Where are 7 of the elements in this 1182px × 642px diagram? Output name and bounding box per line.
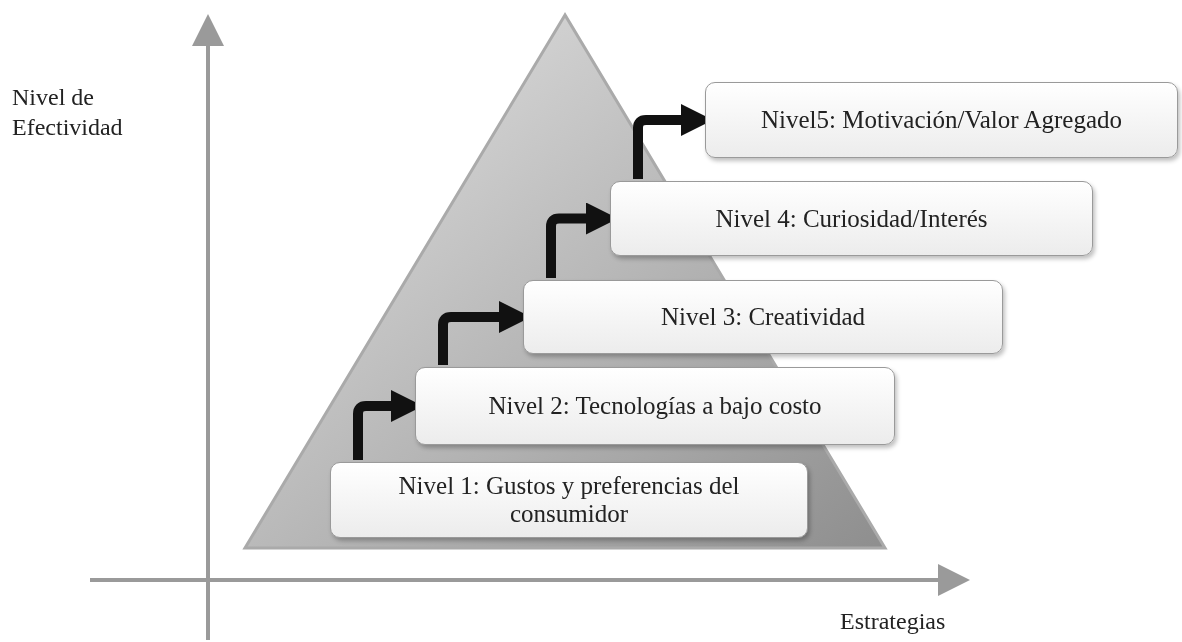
level-box: Nivel 3: Creatividad <box>523 280 1003 354</box>
x-axis-label: Estrategias <box>840 607 947 636</box>
y-axis-label: Nivel de Efectividad <box>12 83 124 142</box>
level-box: Nivel5: Motivación/Valor Agregado <box>705 82 1178 158</box>
level-box: Nivel 4: Curiosidad/Interés <box>610 181 1093 256</box>
level-box: Nivel 2: Tecnologías a bajo costo <box>415 367 895 445</box>
level-box: Nivel 1: Gustos y preferencias del consumidor <box>330 462 808 538</box>
